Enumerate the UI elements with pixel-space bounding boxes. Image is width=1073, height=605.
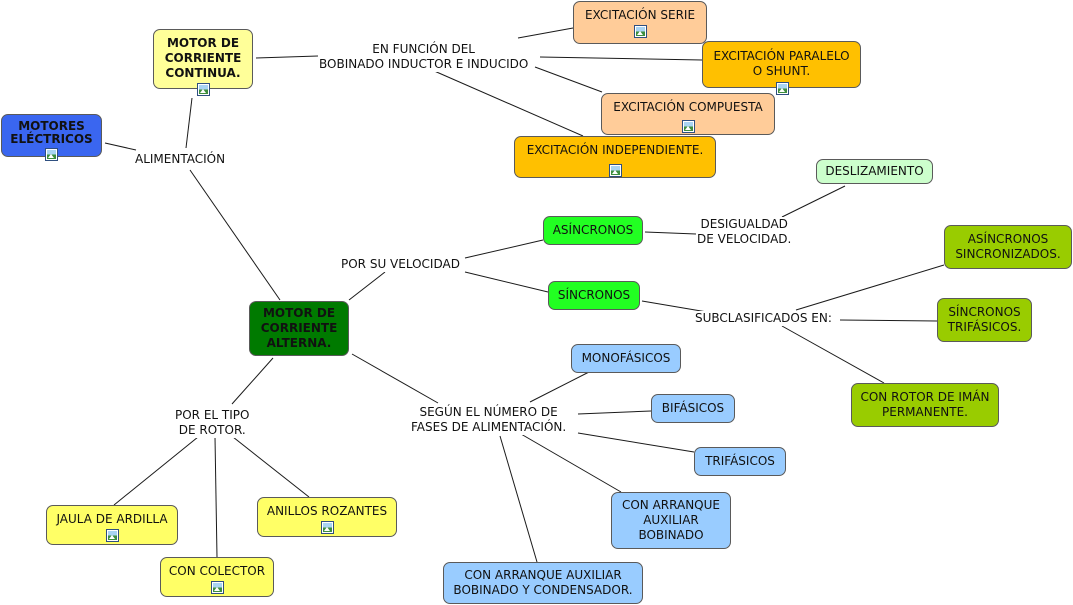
link-funcion-bobinado: EN FUNCIÓN DEL BOBINADO INDUCTOR E INDUC… [318, 42, 530, 72]
concept-trifasicos[interactable]: TRIFÁSICOS [694, 447, 786, 476]
concept-label: CON ARRANQUE AUXILIAR BOBINADO Y CONDENS… [453, 568, 633, 597]
connector [499, 435, 538, 563]
connector [577, 432, 695, 453]
connector [348, 271, 386, 301]
connector [539, 56, 703, 61]
concept-label: ASÍNCRONOS SINCRONIZADOS. [955, 232, 1061, 261]
connector [113, 436, 199, 506]
concept-sincronos[interactable]: SÍNCRONOS [548, 281, 640, 310]
concept-label: EXCITACIÓN SERIE [584, 8, 696, 22]
image-resource-icon[interactable] [105, 529, 119, 542]
connector [529, 371, 590, 403]
connector [781, 185, 846, 218]
concept-asincronos[interactable]: ASÍNCRONOS [543, 216, 643, 245]
connector [641, 300, 708, 313]
connector [464, 239, 544, 259]
concept-label: JAULA DE ARDILLA [56, 512, 168, 526]
concept-deslizamiento[interactable]: DESLIZAMIENTO [816, 159, 933, 184]
concept-bifasicos[interactable]: BIFÁSICOS [651, 394, 735, 423]
concept-label: MOTORES ELÉCTRICOS [10, 119, 93, 146]
concept-excitacion-serie[interactable]: EXCITACIÓN SERIE [573, 1, 707, 44]
connector [839, 319, 938, 322]
image-resource-icon[interactable] [776, 82, 789, 95]
concept-label: ANILLOS ROZANTES [266, 504, 388, 518]
image-resource-icon[interactable] [196, 83, 210, 96]
connector [185, 97, 193, 149]
concept-rotor-iman-permanente[interactable]: CON ROTOR DE IMÁN PERMANENTE. [851, 383, 999, 427]
concept-asincronos-sincronizados[interactable]: ASÍNCRONOS SINCRONIZADOS. [944, 225, 1072, 269]
concept-label: MOTOR DE CORRIENTE ALTERNA. [260, 306, 338, 350]
image-resource-icon[interactable] [633, 25, 647, 38]
concept-excitacion-paralelo[interactable]: EXCITACIÓN PARALELO O SHUNT. [702, 41, 861, 95]
concept-label: MONOFÁSICOS [581, 351, 671, 365]
image-resource-icon[interactable] [45, 148, 58, 161]
link-alimentacion: ALIMENTACIÓN [134, 152, 227, 167]
connector [781, 325, 885, 384]
concept-label: ASÍNCRONOS [552, 223, 634, 237]
concept-label: CON ARRANQUE AUXILIAR BOBINADO [621, 498, 720, 542]
image-resource-icon[interactable] [609, 164, 622, 177]
link-subclasificados: SUBCLASIFICADOS EN: [694, 311, 833, 326]
connector [520, 433, 622, 493]
connector [232, 436, 310, 498]
connector [464, 271, 549, 293]
concept-label: BIFÁSICOS [661, 401, 725, 415]
concept-motor-corriente-alterna[interactable]: MOTOR DE CORRIENTE ALTERNA. [249, 301, 349, 356]
concept-label: SÍNCRONOS [557, 288, 631, 302]
link-numero-fases: SEGÚN EL NÚMERO DE FASES DE ALIMENTACIÓN… [410, 405, 568, 435]
concept-jaula-de-ardilla[interactable]: JAULA DE ARDILLA [46, 505, 178, 545]
image-resource-icon[interactable] [682, 120, 695, 133]
concept-label: DESLIZAMIENTO [825, 164, 924, 178]
connector [517, 27, 574, 39]
concept-sincronos-trifasicos[interactable]: SÍNCRONOS TRIFÁSICOS. [937, 298, 1032, 342]
image-resource-icon[interactable] [210, 581, 224, 594]
image-resource-icon[interactable] [320, 521, 334, 534]
connector [255, 55, 319, 59]
connector [534, 66, 603, 93]
connector [189, 169, 281, 301]
connector [431, 69, 584, 137]
concept-label: EXCITACIÓN PARALELO O SHUNT. [713, 49, 850, 78]
concept-label: SÍNCRONOS TRIFÁSICOS. [947, 305, 1022, 334]
concept-arranque-auxiliar-bobinado[interactable]: CON ARRANQUE AUXILIAR BOBINADO [611, 492, 731, 549]
connector [231, 357, 274, 405]
connector [214, 436, 218, 558]
connector [795, 264, 945, 311]
connector [577, 410, 652, 415]
connector [351, 353, 439, 404]
concept-motores-electricos[interactable]: MOTORES ELÉCTRICOS [1, 114, 102, 161]
concept-label: EXCITACIÓN INDEPENDIENTE. [526, 143, 704, 157]
link-desigualdad: DESIGUALDAD DE VELOCIDAD. [696, 217, 793, 247]
concept-label: TRIFÁSICOS [705, 454, 775, 468]
concept-con-colector[interactable]: CON COLECTOR [160, 557, 274, 597]
concept-label: MOTOR DE CORRIENTE CONTINUA. [164, 36, 242, 80]
concept-monofasicos[interactable]: MONOFÁSICOS [571, 344, 681, 373]
concept-excitacion-independiente[interactable]: EXCITACIÓN INDEPENDIENTE. [514, 136, 716, 178]
concept-label: EXCITACIÓN COMPUESTA [613, 100, 763, 114]
concept-motor-corriente-continua[interactable]: MOTOR DE CORRIENTE CONTINUA. [153, 29, 253, 96]
link-tipo-rotor: POR EL TIPO DE ROTOR. [174, 408, 251, 438]
concept-label: CON ROTOR DE IMÁN PERMANENTE. [860, 390, 990, 419]
concept-arranque-bobinado-condensador[interactable]: CON ARRANQUE AUXILIAR BOBINADO Y CONDENS… [443, 562, 643, 604]
concept-label: CON COLECTOR [168, 564, 266, 578]
concept-anillos-rozantes[interactable]: ANILLOS ROZANTES [257, 497, 397, 537]
link-por-velocidad: POR SU VELOCIDAD [340, 257, 461, 272]
connector [104, 142, 137, 151]
connector [644, 231, 697, 235]
concept-excitacion-compuesta[interactable]: EXCITACIÓN COMPUESTA [601, 93, 775, 135]
